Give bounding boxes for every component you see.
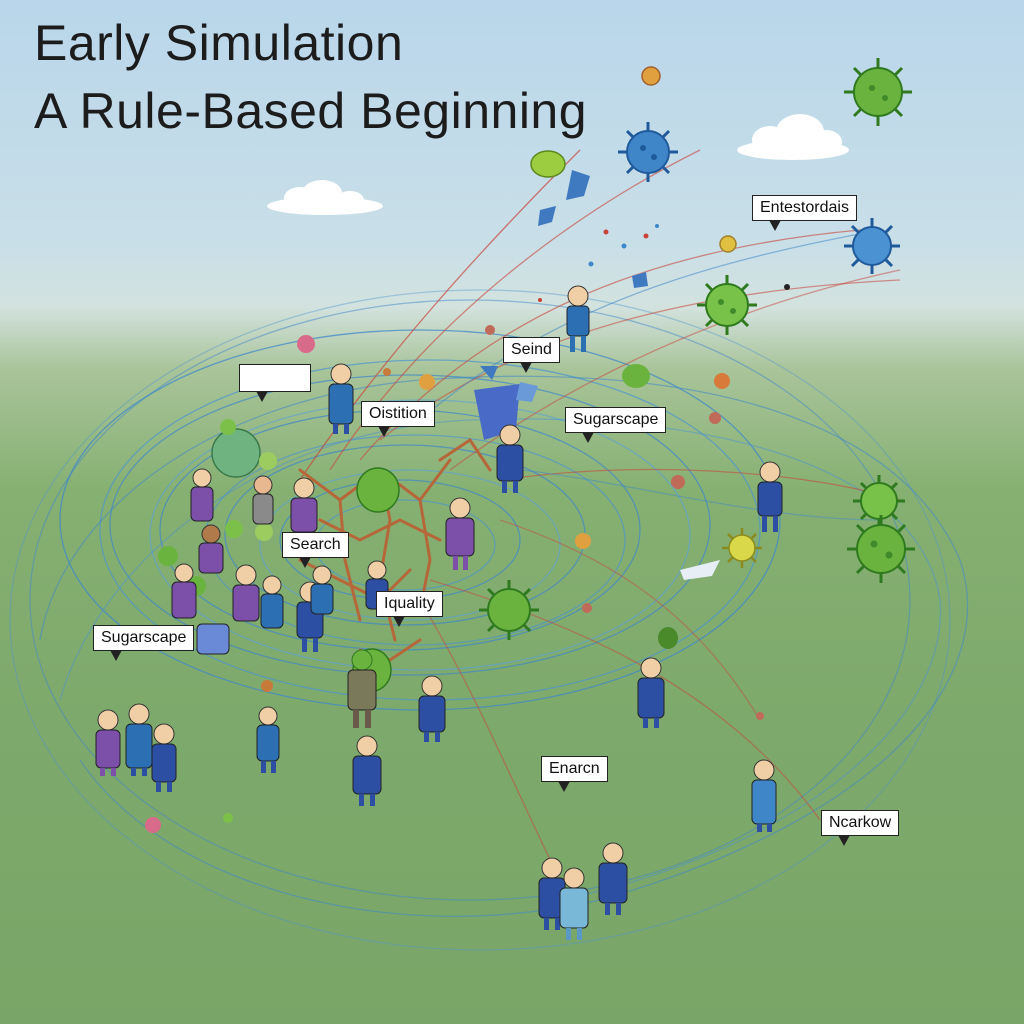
agent-right [757,461,783,532]
agent-crowd-f [232,564,260,622]
agent-crowd-d [198,524,224,574]
agent-crowd-b [252,475,274,525]
speech-bubble-text: Ncarkow [829,814,892,831]
speech-bubble-iquality: Iquality [376,591,443,627]
page-title: Early Simulation [34,15,404,71]
agent-group-left-1 [95,709,121,776]
speech-bubble-text: Seind [511,341,552,358]
virus-green-mid [697,275,757,335]
agent-bottom-3 [598,842,628,915]
speech-bubble-entestordais: Entestordais [752,195,857,231]
agent-right-lower [637,657,665,728]
speech-bubble-text: Oistition [369,405,427,422]
speech-bubble-text: Search [290,536,341,553]
agent-small-left [256,706,280,773]
virus-green-top [844,58,912,126]
speech-bubble-oistition: Oistition [361,401,435,437]
blue-fragments [474,170,720,580]
cloud-left [267,180,383,215]
speech-bubble-search: Search [282,532,349,568]
virus-blue-right [844,218,900,274]
speech-bubble-sugarscape-right: Sugarscape [565,407,667,443]
agent-center-upper [496,424,524,493]
agent-sky [566,285,590,352]
agent-crowd-a [190,468,214,522]
agent-center-purple [445,497,475,570]
virus-blue-top [618,122,678,182]
speech-bubble-seind: Seind [503,337,560,373]
speech-bubble-text: Entestordais [760,199,849,216]
flower-shapes [145,66,737,833]
agent-crowd-j [196,623,230,655]
agent-crowd-c [290,477,318,533]
speech-bubble-text: Sugarscape [101,629,187,646]
agent-crowd-g [260,575,284,629]
virus-yellow [722,528,762,568]
agent-bottom-2 [559,867,589,940]
virus-green-right-lower [847,515,915,583]
agent-center-lower [418,675,446,742]
speech-bubble-ncarkow: Ncarkow [821,810,900,846]
agent-group-left-3 [151,723,177,792]
agent-crowd-h [310,565,334,615]
agent-right-bottom [751,759,777,832]
speech-bubble-text: Sugarscape [573,411,659,428]
agent-crowd-e [171,563,197,619]
agent-bottom-center [352,735,382,806]
agent-upper-left [328,363,354,434]
speech-bubble-text: Iquality [384,595,435,612]
speech-bubble-empty [239,364,311,402]
virus-green-right-upper [853,475,905,527]
agent-group-left-2 [125,703,153,776]
virus-green-center [479,580,539,640]
speech-bubble-text [247,367,303,387]
speech-bubble-sugarscape-left: Sugarscape [93,625,195,661]
speech-bubble-text: Enarcn [549,760,600,777]
page-subtitle: A Rule-Based Beginning [34,83,588,139]
cloud-right [737,114,849,160]
speech-bubble-enarcn: Enarcn [541,756,608,792]
agent-center-khaki [347,649,377,728]
agent-bottom-1 [538,857,566,930]
